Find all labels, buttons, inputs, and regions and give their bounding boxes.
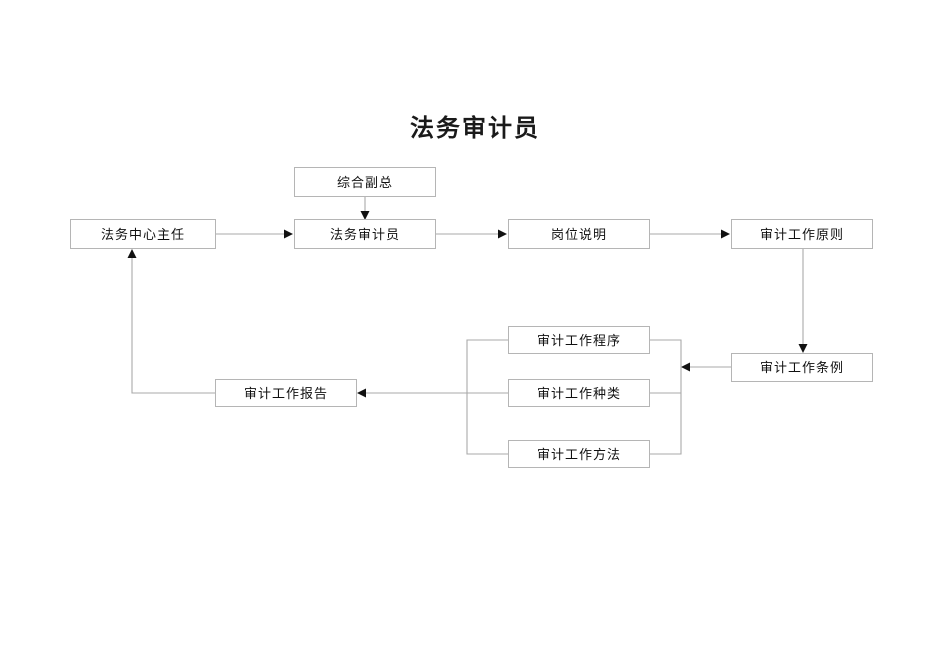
node-audit-regulations[interactable]: 审计工作条例 (731, 353, 873, 382)
bracket-right-group (650, 339, 682, 455)
node-legal-center-director[interactable]: 法务中心主任 (70, 219, 216, 249)
node-vice-president[interactable]: 综合副总 (294, 167, 436, 197)
edge-jobdesc-to-principles (650, 229, 730, 239)
edge-vp-to-auditor (360, 197, 370, 220)
node-legal-auditor[interactable]: 法务审计员 (294, 219, 436, 249)
edge-group-to-report (357, 388, 467, 398)
edge-auditor-to-jobdesc (436, 229, 507, 239)
page-title: 法务审计员 (410, 115, 540, 142)
edge-report-to-director (127, 249, 215, 394)
node-job-description[interactable]: 岗位说明 (508, 219, 650, 249)
edge-regulations-to-group (681, 362, 731, 372)
edge-principles-to-regulations (798, 249, 808, 353)
node-audit-report[interactable]: 审计工作报告 (215, 379, 357, 407)
edge-director-to-auditor (216, 229, 293, 239)
bracket-left-group (466, 339, 508, 455)
node-audit-principles[interactable]: 审计工作原则 (731, 219, 873, 249)
node-audit-types[interactable]: 审计工作种类 (508, 379, 650, 407)
node-audit-procedure[interactable]: 审计工作程序 (508, 326, 650, 354)
node-audit-methods[interactable]: 审计工作方法 (508, 440, 650, 468)
